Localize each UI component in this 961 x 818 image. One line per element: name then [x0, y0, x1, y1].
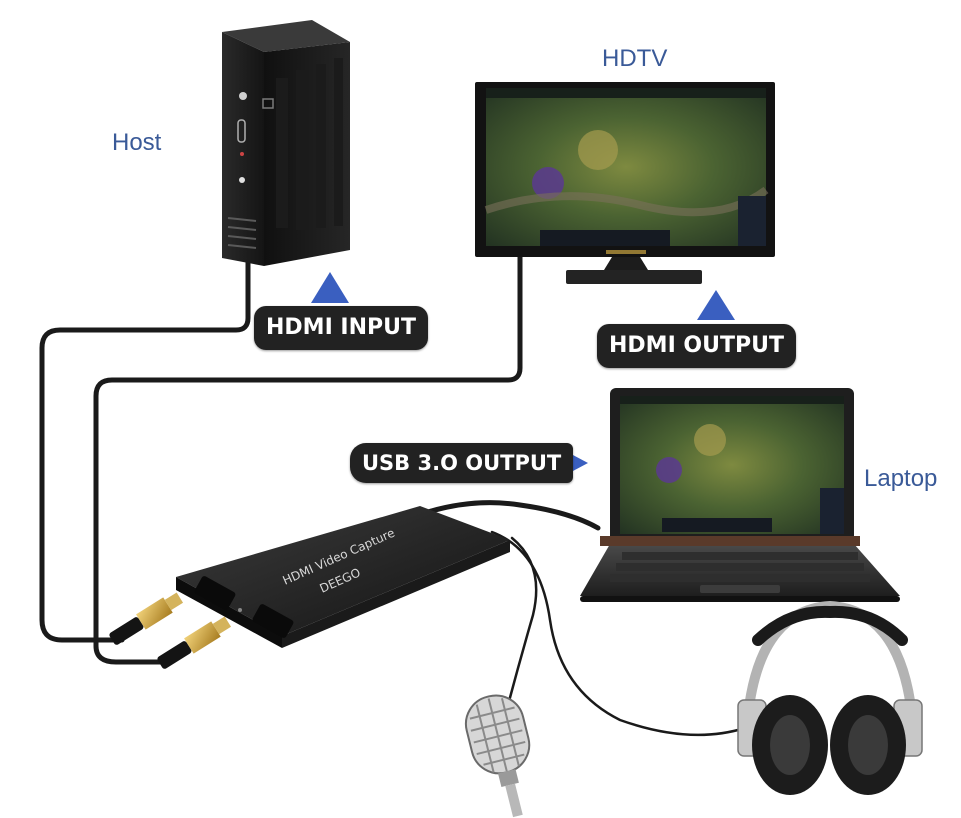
headphone-cable [490, 530, 747, 737]
usb-cable [425, 500, 601, 531]
host-hdmi-cable [39, 259, 251, 643]
laptop-label: Laptop [864, 465, 938, 492]
headphones-icon [737, 600, 923, 795]
capture-card-icon: HDMI Video Capture DEEGO [176, 506, 510, 648]
hdtv-monitor-icon [475, 82, 775, 284]
microphone-icon [464, 694, 531, 818]
arrow-up-icon [311, 272, 349, 303]
laptop-icon [580, 388, 900, 602]
usb-output-callout: USB 3.O OUTPUT [350, 443, 574, 483]
host-label: Host [112, 129, 162, 156]
hdmi-input-callout: HDMI INPUT [254, 306, 429, 350]
pc-tower-icon [222, 20, 350, 266]
hdmi-plug-icon [109, 592, 232, 669]
hdtv-label: HDTV [602, 45, 668, 72]
arrow-up-icon [697, 290, 735, 320]
hdmi-output-callout: HDMI OUTPUT [597, 324, 796, 368]
mic-cable [506, 536, 538, 707]
cables [39, 249, 747, 737]
hdtv-hdmi-cable [93, 249, 523, 665]
